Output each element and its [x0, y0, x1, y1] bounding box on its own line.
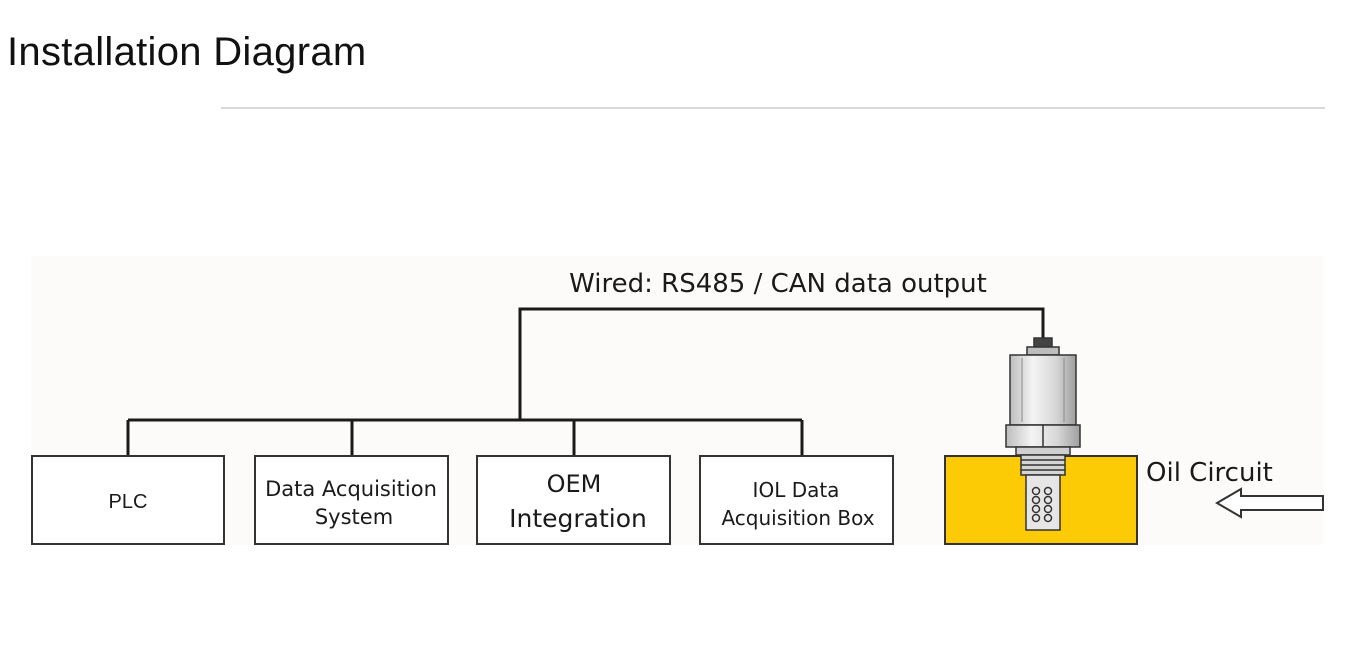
oil-circuit-label: Oil Circuit	[1146, 458, 1273, 488]
box-oem-integration: OEM Integration	[476, 455, 671, 545]
wiring	[126, 307, 1045, 456]
flow-arrow-icon	[1215, 487, 1324, 519]
box-data-acquisition-system: Data Acquisition System	[254, 455, 449, 545]
box-iol-line2: Acquisition Box	[721, 506, 874, 530]
box-iol-data-acquisition: IOL Data Acquisition Box	[699, 455, 894, 545]
title-divider	[221, 107, 1325, 109]
box-plc-label: PLC	[109, 491, 148, 513]
page-title: Installation Diagram	[7, 30, 367, 74]
box-plc: PLC	[31, 455, 225, 545]
box-oem-line2: Integration	[509, 504, 647, 533]
sensor-cable	[518, 307, 1045, 420]
box-das-line1: Data Acquisition	[265, 477, 437, 501]
box-das-line2: System	[315, 505, 393, 529]
box-oem-line1: OEM	[547, 470, 602, 498]
connection-label: Wired: RS485 / CAN data output	[569, 269, 987, 299]
box-iol-line1: IOL Data	[753, 478, 840, 502]
oil-sensor	[1005, 337, 1081, 531]
